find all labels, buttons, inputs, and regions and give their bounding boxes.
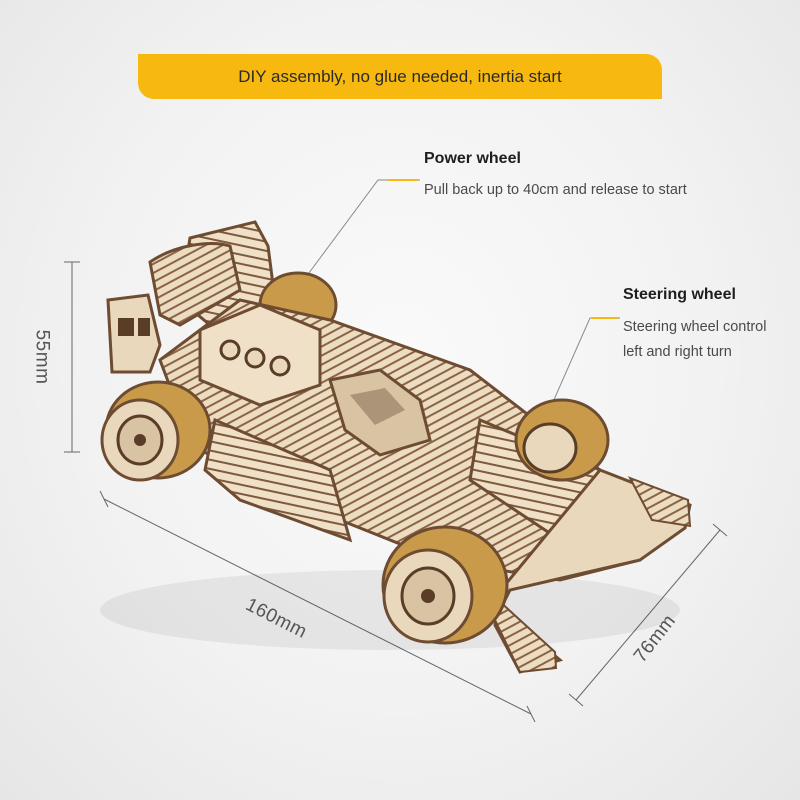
power-wheel-description: Pull back up to 40cm and release to star… — [424, 182, 687, 198]
headline-banner: DIY assembly, no glue needed, inertia st… — [138, 54, 662, 99]
width-dimension-line — [568, 523, 728, 707]
power-wheel-leader — [299, 179, 420, 286]
steering-wheel-description: Steering wheel control left and right tu… — [623, 315, 766, 365]
height-dimension-label: 55mm — [31, 329, 53, 385]
length-dimension-line — [99, 490, 536, 723]
headline-text: DIY assembly, no glue needed, inertia st… — [238, 66, 562, 86]
power-wheel-title: Power wheel — [424, 150, 521, 167]
steering-wheel-title: Steering wheel — [623, 286, 736, 303]
steering-wheel-description-line-1: Steering wheel control — [623, 319, 767, 335]
wooden-race-car: 3 — [100, 220, 692, 674]
height-dimension-line — [64, 261, 80, 453]
steering-wheel-description-line-2: left and right turn — [623, 344, 732, 360]
